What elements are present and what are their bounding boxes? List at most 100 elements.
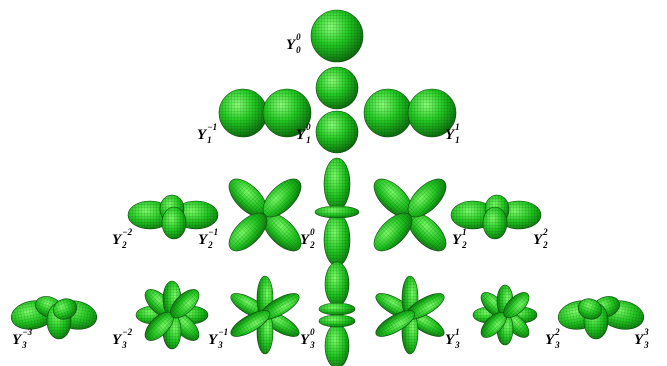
harmonic-order-m: 2: [543, 227, 548, 237]
harmonic-order-m: 0: [296, 32, 301, 42]
harmonic-order-m: 0: [310, 227, 315, 237]
harmonic-order-m: 0: [306, 122, 311, 132]
harmonic-symbol: Y: [197, 126, 207, 143]
s-orbital-sphere-icon: [310, 9, 364, 63]
lobe: [228, 178, 268, 218]
harmonic-symbol: Y: [634, 331, 644, 348]
f-orbital-six-lobe-icon: [375, 275, 445, 355]
harmonic-degree-l: 3: [555, 340, 560, 351]
lobe: [324, 323, 350, 366]
dz2-orbital-icon: [314, 157, 360, 267]
harmonic-order-m: −1: [218, 327, 229, 337]
p-orbital-vertical-icon: [315, 66, 359, 154]
harmonic-order-m: −2: [122, 227, 133, 237]
harmonic-label: Y−2 3: [112, 327, 133, 351]
lobe: [373, 212, 413, 252]
harmonic-degree-l: 0: [296, 45, 301, 56]
lobe: [577, 298, 603, 320]
lobe: [503, 292, 530, 319]
harmonic-degree-l: 3: [122, 340, 127, 351]
harmonic-degree-l: 1: [306, 135, 311, 146]
harmonic-symbol: Y: [208, 331, 218, 348]
harmonic-order-m: −1: [207, 122, 218, 132]
lobe: [318, 314, 356, 328]
harmonic-order-m: 3: [644, 327, 649, 337]
p-orbital-horizontal-icon: [218, 88, 312, 138]
harmonic-label: Y−1 1: [197, 122, 218, 146]
harmonic-symbol: Y: [445, 331, 455, 348]
f-orbital-perspective-icon: [10, 296, 98, 340]
harmonic-label: Y−1 3: [208, 327, 229, 351]
lobe: [314, 205, 360, 219]
lobe: [373, 178, 413, 218]
lobe: [315, 66, 359, 110]
harmonic-symbol: Y: [533, 231, 543, 248]
harmonic-symbol: Y: [300, 331, 310, 348]
lobe: [315, 110, 359, 154]
harmonic-order-m: 1: [455, 122, 460, 132]
harmonic-order-m: −2: [122, 327, 133, 337]
harmonic-symbol: Y: [198, 231, 208, 248]
harmonic-order-m: −1: [208, 227, 219, 237]
harmonic-degree-l: 2: [122, 240, 127, 251]
d-orbital-perspective-icon: [127, 194, 219, 240]
harmonic-symbol: Y: [112, 231, 122, 248]
f-orbital-eight-lobe-icon: [472, 284, 538, 346]
f-orbital-eight-lobe-icon: [135, 280, 209, 350]
d-orbital-perspective-icon: [450, 194, 542, 240]
harmonic-symbol: Y: [545, 331, 555, 348]
lobe: [161, 206, 187, 240]
d-orbital-cloverleaf-icon: [373, 178, 447, 252]
harmonic-degree-l: 1: [455, 135, 460, 146]
lobe: [170, 289, 200, 319]
lobe: [407, 88, 457, 138]
harmonic-degree-l: 1: [207, 135, 212, 146]
harmonic-degree-l: 3: [455, 340, 460, 351]
harmonic-symbol: Y: [445, 126, 455, 143]
harmonic-degree-l: 2: [310, 240, 315, 251]
lobe: [310, 9, 364, 63]
lobe: [318, 302, 356, 316]
f-orbital-perspective-icon: [557, 296, 645, 340]
lobe: [52, 298, 78, 320]
f-orbital-six-lobe-icon: [230, 275, 300, 355]
lobe: [259, 293, 300, 320]
d-orbital-cloverleaf-icon: [228, 178, 302, 252]
harmonic-order-m: 1: [455, 327, 460, 337]
harmonic-order-m: 1: [462, 227, 467, 237]
harmonic-degree-l: 2: [208, 240, 213, 251]
p-orbital-horizontal-icon: [363, 88, 457, 138]
harmonic-symbol: Y: [286, 36, 296, 53]
lobe: [218, 88, 268, 138]
harmonic-degree-l: 2: [543, 240, 548, 251]
lobe: [228, 212, 268, 252]
harmonic-label: Y−1 2: [198, 227, 219, 251]
harmonic-degree-l: 3: [218, 340, 223, 351]
lobe: [363, 88, 413, 138]
harmonic-symbol: Y: [112, 331, 122, 348]
lobe: [262, 88, 312, 138]
harmonic-symbol: Y: [452, 231, 462, 248]
lobe: [230, 310, 271, 337]
harmonic-degree-l: 3: [310, 340, 315, 351]
harmonic-order-m: −3: [22, 327, 33, 337]
harmonic-degree-l: 3: [644, 340, 649, 351]
fz3-orbital-icon: [318, 261, 356, 366]
lobe: [482, 206, 508, 240]
lobe: [323, 157, 351, 211]
lobe: [324, 261, 350, 307]
harmonic-symbol: Y: [12, 331, 22, 348]
lobe: [375, 310, 416, 337]
